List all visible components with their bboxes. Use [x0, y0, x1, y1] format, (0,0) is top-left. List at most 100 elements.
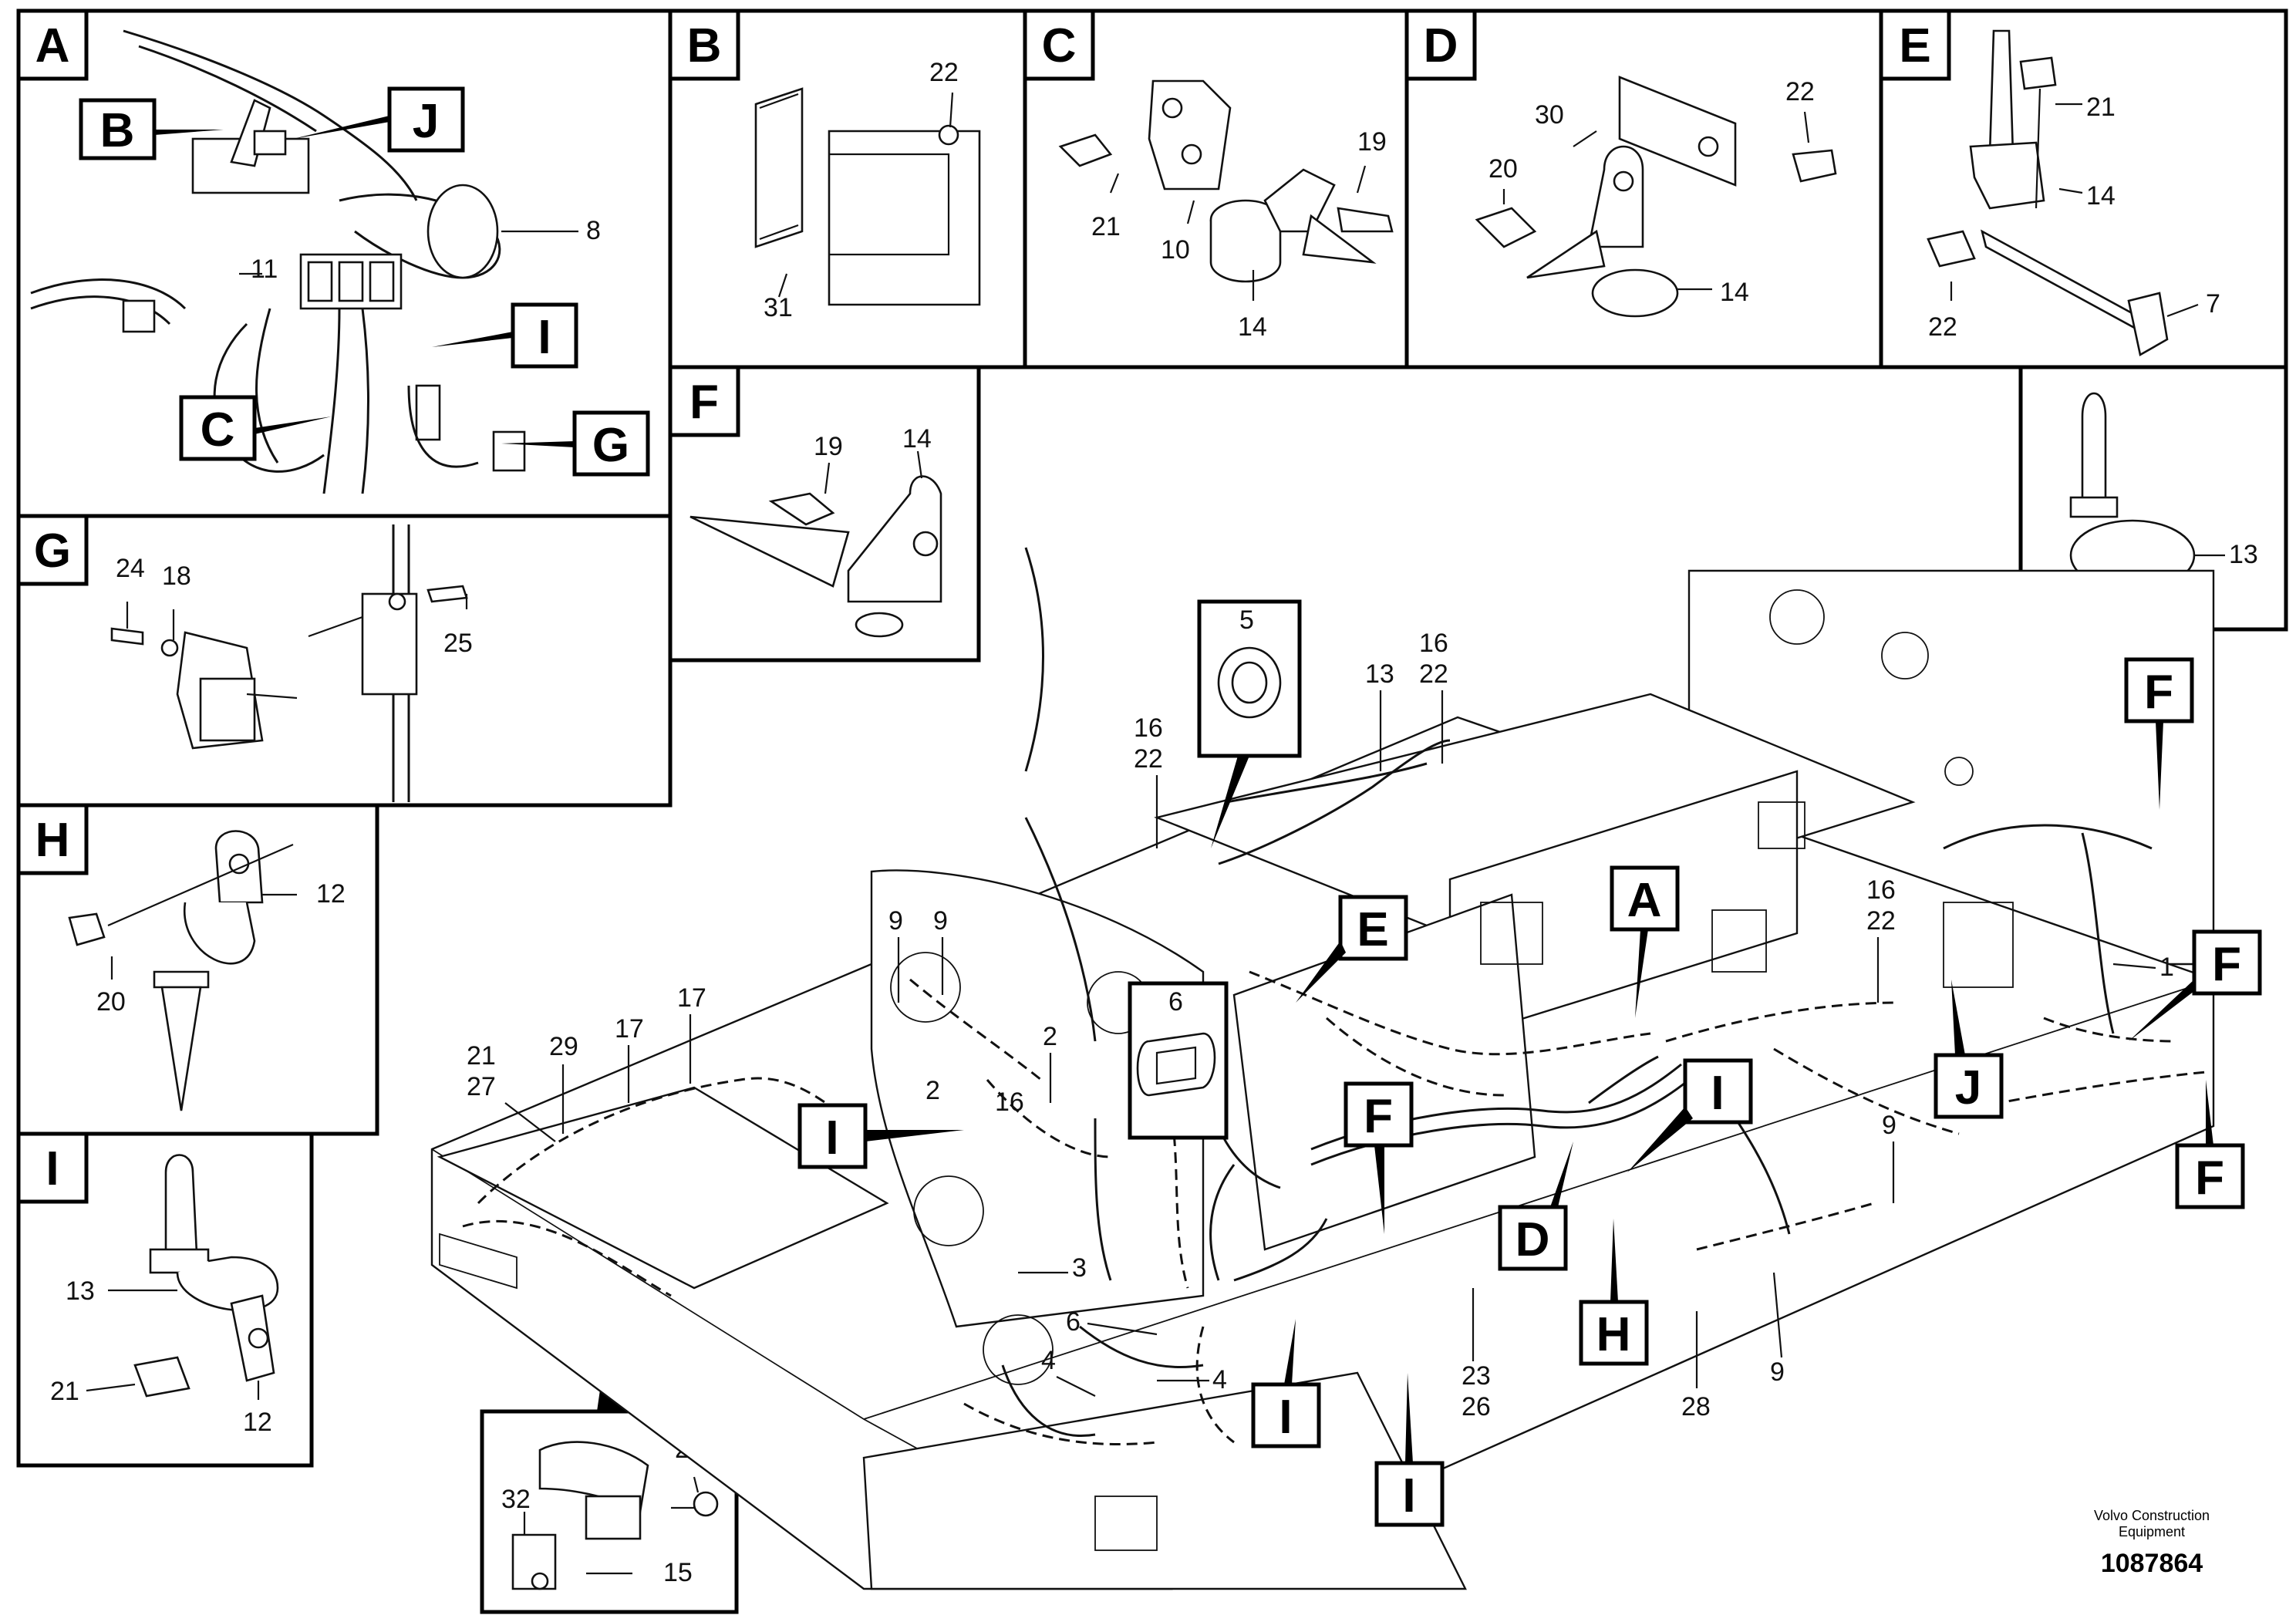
callout-9-b: 9 [933, 906, 948, 936]
panel-b-letter: B [687, 19, 722, 73]
panel-i-num-13: 13 [66, 1276, 95, 1306]
panel-d-num-22: 22 [1785, 77, 1815, 106]
panel-c-num-21: 21 [1091, 212, 1121, 241]
panel-detail-illustration [511, 1441, 719, 1590]
panel-a-tag-c: C [201, 403, 235, 457]
main-callouts: 5 13 16 22 16 22 6 9 9 2 2 16 21 27 29 1… [467, 599, 2174, 1421]
brand-text: Volvo Construction Equipment [2052, 1508, 2252, 1540]
callout-2-a: 2 [1043, 1022, 1057, 1051]
panel-c: C 21 10 19 14 [1023, 8, 1409, 369]
callout-6-box: 6 [1168, 987, 1183, 1017]
panel-f-num-14: 14 [902, 424, 932, 454]
tag-f-center: F [1364, 1090, 1393, 1143]
panel-f-num-19: 19 [814, 432, 843, 461]
tag-i-bottom-a: I [1279, 1391, 1292, 1444]
panel-g-num-24: 24 [116, 554, 145, 583]
panel-c-illustration [1058, 79, 1394, 301]
callout-16-top-right: 16 [1419, 629, 1448, 658]
callout-22-top-right: 22 [1419, 659, 1448, 689]
panel-h-num-20: 20 [96, 987, 126, 1017]
callout-9-a: 9 [888, 906, 903, 936]
panel-e-illustration [1927, 29, 2199, 357]
callout-5: 5 [1239, 605, 1254, 635]
panel-h-illustration [68, 830, 297, 1111]
panel-detail-num-15: 15 [663, 1558, 693, 1587]
callout-1: 1 [2159, 953, 2174, 982]
panel-h: H 12 20 [16, 803, 379, 1136]
callout-17-b: 17 [677, 983, 706, 1013]
panel-a: A 8 11 [16, 8, 673, 518]
panel-e-num-7: 7 [2206, 289, 2220, 319]
panel-f: F 19 14 [668, 365, 981, 663]
panel-a-illustration [30, 29, 578, 494]
panel-c-letter: C [1042, 19, 1077, 73]
panel-e-num-21: 21 [2086, 93, 2116, 122]
callout-16-mid: 16 [995, 1088, 1024, 1117]
panel-d-illustration [1475, 76, 1837, 318]
callout-9-right: 9 [1882, 1111, 1896, 1140]
tag-f-right-mid: F [2212, 938, 2241, 991]
panel-a-num-11: 11 [251, 255, 278, 284]
panel-g-num-18: 18 [162, 561, 191, 591]
callout-29: 29 [549, 1032, 578, 1061]
panel-g-illustration [110, 524, 468, 802]
tag-e: E [1357, 903, 1388, 956]
callout-22-right: 22 [1866, 906, 1896, 936]
panel-a-tag-i: I [538, 311, 551, 364]
tag-f-top-right: F [2144, 666, 2173, 719]
panel-h-num-12: 12 [316, 879, 346, 909]
panel-b-illustration [754, 87, 981, 306]
tag-i-right: I [1711, 1067, 1724, 1120]
callout-3: 3 [1072, 1253, 1087, 1283]
callout-9-bottom: 9 [1770, 1357, 1785, 1387]
main-tags: F F F E A I J I F D H I [797, 657, 2262, 1527]
panel-a-letter: A [35, 19, 70, 73]
panel-i-letter: I [46, 1142, 59, 1195]
callout-26: 26 [1462, 1392, 1491, 1421]
panel-g-num-25: 25 [443, 629, 473, 658]
panel-b-num-22: 22 [929, 58, 959, 87]
panel-clamp-13-num: 13 [2229, 540, 2258, 569]
callout-23: 23 [1462, 1361, 1491, 1391]
panel-g: G 24 18 25 [16, 514, 673, 808]
drawing-code: 1087864 [2100, 1549, 2203, 1578]
callout-6-main: 6 [1066, 1307, 1081, 1337]
callout-4-b: 4 [1212, 1365, 1227, 1394]
panel-e-num-14: 14 [2086, 181, 2116, 211]
panel-i-illustration [86, 1154, 279, 1400]
callout-4-a: 4 [1041, 1346, 1056, 1375]
panel-d-num-30: 30 [1535, 100, 1564, 130]
panel-c-num-14: 14 [1238, 312, 1267, 342]
panel-d: D 30 22 20 14 [1404, 8, 1883, 369]
panel-e-letter: E [1899, 19, 1930, 73]
panel-b-num-31: 31 [764, 293, 793, 322]
tag-f-right-low: F [2195, 1152, 2224, 1205]
callout-16-top-left: 16 [1134, 713, 1163, 743]
panel-d-num-14: 14 [1720, 278, 1749, 307]
callout-13: 13 [1365, 659, 1394, 689]
panel-a-tag-g: G [592, 419, 629, 472]
callout-27: 27 [467, 1072, 496, 1101]
panel-i: I 13 21 12 [16, 1131, 314, 1468]
tag-d: D [1515, 1213, 1550, 1266]
panel-e: E 21 14 22 7 [1879, 8, 2288, 369]
callout-16-right: 16 [1866, 875, 1896, 905]
callout-28: 28 [1681, 1392, 1711, 1421]
panel-b: B 22 31 [668, 8, 1027, 369]
panel-i-num-21: 21 [50, 1377, 79, 1406]
panel-a-tag-j: J [413, 95, 439, 148]
panel-c-num-19: 19 [1357, 127, 1387, 157]
panel-c-num-10: 10 [1161, 235, 1190, 265]
tag-a: A [1627, 874, 1662, 927]
brand-line-1: Volvo Construction [2093, 1508, 2210, 1523]
panel-a-num-8: 8 [586, 216, 601, 245]
callout-17-a: 17 [615, 1014, 644, 1044]
panel-d-num-20: 20 [1489, 154, 1518, 184]
tag-j: J [1955, 1061, 1981, 1114]
tag-i-bottom-b: I [1402, 1469, 1415, 1523]
callout-2-b: 2 [925, 1076, 940, 1105]
panel-f-illustration [689, 450, 942, 638]
callout-21: 21 [467, 1041, 496, 1071]
panel-d-letter: D [1424, 19, 1458, 73]
